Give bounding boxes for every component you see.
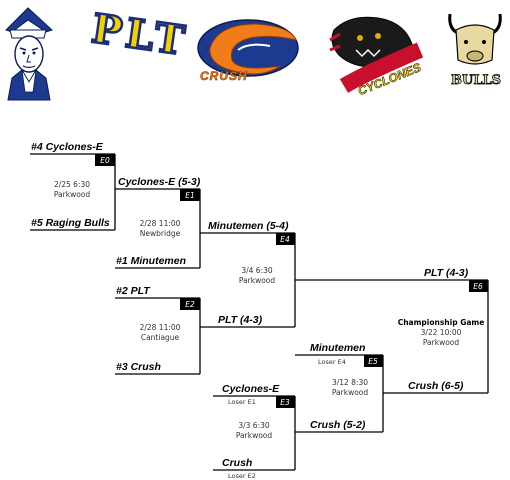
game-venue-e5: Parkwood — [332, 388, 369, 397]
loser-e2-team: Crush — [222, 457, 252, 469]
game-date-e5: 3/12 8:30 — [332, 378, 368, 387]
minutemen-logo-icon — [5, 7, 53, 101]
winner-e5: Crush (6-5) — [408, 380, 464, 392]
game-id-e4: E4 — [280, 235, 290, 244]
seed-3-team: #3 Crush — [116, 361, 161, 373]
game-e3: E3 Cyclones-E Loser E1 Crush Loser E2 3/… — [213, 383, 296, 480]
game-id-e3: E3 — [280, 398, 290, 407]
game-e0: E0 #4 Cyclones-E #5 Raging Bulls 2/25 6:… — [30, 141, 116, 231]
svg-text:CRUSH: CRUSH — [200, 69, 248, 83]
winner-e3: Crush (5-2) — [310, 419, 366, 431]
team-logos: PLT CRUSH CYCLONES BULLS — [5, 4, 502, 101]
game-tag-e3 — [276, 396, 295, 408]
game-date-e0: 2/25 6:30 — [54, 180, 90, 189]
cyclones-logo-icon: CYCLONES — [329, 16, 423, 98]
raging-bulls-logo-icon: BULLS — [448, 13, 502, 88]
game-date-e4: 3/4 6:30 — [241, 266, 273, 275]
game-e1: E1 Cyclones-E (5-3) #1 Minutemen 2/28 11… — [115, 176, 201, 269]
game-tag-e0 — [95, 154, 115, 166]
game-id-e1: E1 — [185, 191, 195, 200]
game-e2: E2 #2 PLT #3 Crush 2/28 11:00 Cantiague — [115, 285, 201, 375]
game-venue-e1: Newbridge — [140, 229, 181, 238]
seed-5-team: #5 Raging Bulls — [31, 217, 110, 229]
game-venue-e6: Parkwood — [423, 338, 460, 347]
game-tag-e6 — [469, 280, 488, 292]
game-id-e5: E5 — [368, 357, 378, 366]
game-date-e2: 2/28 11:00 — [140, 323, 181, 332]
game-date-e6: 3/22 10:00 — [421, 328, 462, 337]
championship-title: Championship Game — [398, 318, 485, 327]
loser-e2-note: Loser E2 — [228, 472, 256, 480]
loser-e1-team: Cyclones-E — [222, 383, 280, 395]
svg-text:BULLS: BULLS — [451, 73, 501, 88]
loser-e4-note: Loser E4 — [318, 358, 346, 366]
winner-e2: PLT (4-3) — [218, 314, 263, 326]
game-e5: E5 Minutemen Loser E4 Crush (5-2) 3/12 8… — [295, 342, 384, 433]
seed-1-team: #1 Minutemen — [116, 255, 186, 267]
game-e4: E4 Minutemen (5-4) PLT (4-3) 3/4 6:30 Pa… — [200, 220, 296, 328]
game-id-e0: E0 — [100, 156, 110, 165]
game-venue-e0: Parkwood — [54, 190, 91, 199]
game-tag-e2 — [180, 298, 200, 310]
game-tag-e5 — [364, 355, 383, 367]
game-venue-e2: Cantiague — [141, 333, 180, 342]
game-tag-e1 — [180, 189, 200, 201]
game-date-e1: 2/28 11:00 — [140, 219, 181, 228]
seed-4-team: #4 Cyclones-E — [31, 141, 104, 153]
loser-e1-note: Loser E1 — [228, 398, 256, 406]
winner-e4: PLT (4-3) — [424, 267, 469, 279]
seed-2-team: #2 PLT — [116, 285, 151, 297]
game-venue-e4: Parkwood — [239, 276, 276, 285]
loser-e4-team: Minutemen — [310, 342, 365, 354]
crush-logo-icon: CRUSH — [197, 19, 299, 83]
game-e6: E6 PLT (4-3) Crush (6-5) Championship Ga… — [295, 267, 489, 394]
game-id-e6: E6 — [473, 282, 483, 291]
game-id-e2: E2 — [185, 300, 195, 309]
winner-e0: Cyclones-E (5-3) — [118, 176, 201, 188]
game-tag-e4 — [276, 233, 295, 245]
winner-e1: Minutemen (5-4) — [208, 220, 289, 232]
game-date-e3: 3/3 6:30 — [238, 421, 270, 430]
game-venue-e3: Parkwood — [236, 431, 273, 440]
